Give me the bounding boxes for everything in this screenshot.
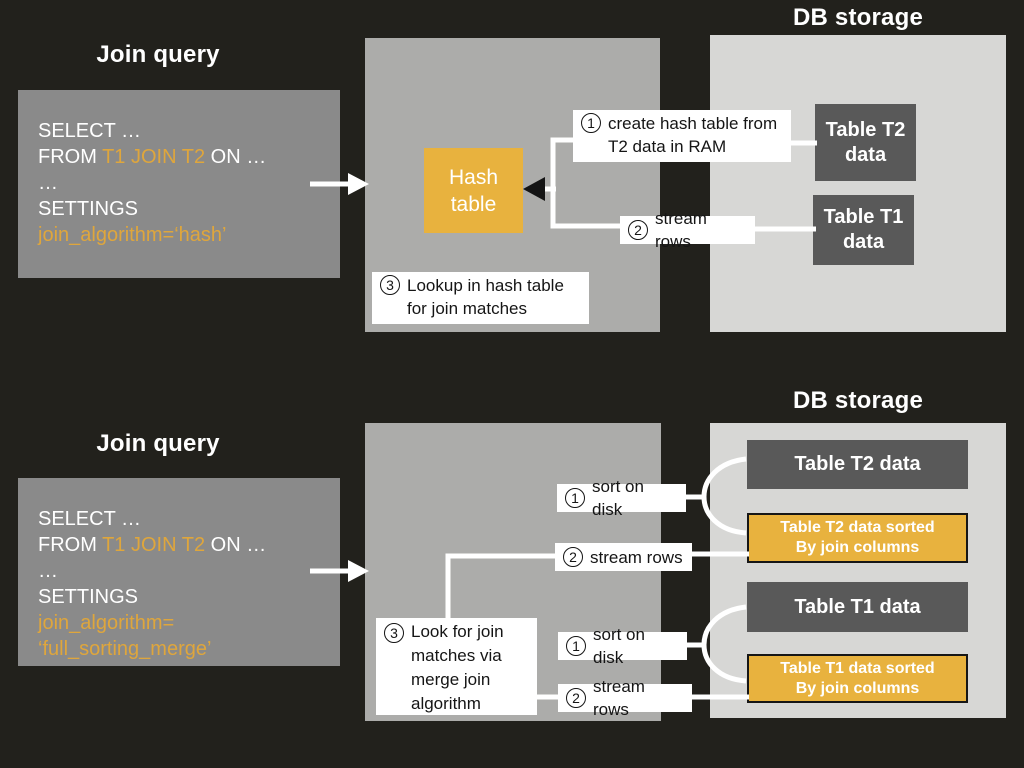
callout-stream-rows-t1: 2 stream rows xyxy=(558,677,692,719)
sql-line-algorithm-value: ‘full_sorting_merge’ xyxy=(38,638,212,660)
callout-text: stream rows xyxy=(590,547,683,567)
table-t2-data-box: Table T2 data xyxy=(747,440,968,489)
sql-line-ellipsis: … xyxy=(38,172,58,194)
hash-sql-query-box: SELECT … FROM T1 JOIN T2 ON … … SETTINGS… xyxy=(18,90,340,278)
table-t2-label-line2: data xyxy=(844,143,887,166)
callout-text: matches via xyxy=(411,646,502,665)
hash-db-storage-box xyxy=(710,35,1006,332)
hash-table-label-line1: Hash xyxy=(448,165,499,189)
callout-step3-lookup: 3 Lookup in hash table for join matches xyxy=(372,272,589,324)
callout-text: Lookup in hash table xyxy=(407,276,564,295)
circled-number-icon: 2 xyxy=(563,547,583,567)
sql-line-select: SELECT … xyxy=(38,508,141,530)
sql-line-ellipsis: … xyxy=(38,560,58,582)
table-t1-sorted-line2: By join columns xyxy=(795,679,920,697)
table-t1-sorted-box: Table T1 data sorted By join columns xyxy=(747,654,968,703)
table-t2-sorted-line2: By join columns xyxy=(795,539,920,556)
sql-line-settings: SETTINGS xyxy=(38,586,139,608)
table-t2-data-box: Table T2 data xyxy=(815,104,916,181)
sql-line-select: SELECT … xyxy=(38,120,141,142)
callout-text: sort on disk xyxy=(593,625,645,667)
hash-db-storage-title: DB storage xyxy=(792,4,924,31)
callout-sort-on-disk-t2: 1 sort on disk xyxy=(557,477,686,519)
merge-sql-query-box: SELECT … FROM T1 JOIN T2 ON … … SETTINGS… xyxy=(18,478,340,666)
sql-line-join-algorithm: join_algorithm= xyxy=(38,612,175,634)
sql-line-from: FROM T1 JOIN T2 ON … xyxy=(38,146,267,168)
callout-text: for join matches xyxy=(407,299,527,318)
circled-number-icon: 1 xyxy=(581,113,601,133)
merge-db-storage-title: DB storage xyxy=(792,387,924,414)
callout-sort-on-disk-t1: 1 sort on disk xyxy=(558,625,687,667)
table-t2-sorted-box: Table T2 data sorted By join columns xyxy=(747,513,968,563)
callout-step1-create-hash-table: 1 create hash table from T2 data in RAM xyxy=(573,110,791,162)
table-t1-data-box: Table T1 data xyxy=(747,582,968,632)
callout-text: Look for join xyxy=(411,622,504,641)
merge-join-query-title: Join query xyxy=(96,430,220,457)
circled-number-icon: 1 xyxy=(566,636,586,656)
sql-line-settings: SETTINGS xyxy=(38,198,139,220)
callout-text: algorithm xyxy=(411,694,481,713)
callout-text: create hash table from xyxy=(608,114,778,133)
callout-stream-rows-t2: 2 stream rows xyxy=(555,543,692,571)
table-t1-data-box: Table T1 data xyxy=(813,195,914,265)
table-t1-sorted-line1: Table T1 data sorted xyxy=(780,659,935,677)
circled-number-icon: 3 xyxy=(380,275,400,295)
callout-text: stream rows xyxy=(593,677,645,719)
callout-text: T2 data in RAM xyxy=(608,137,727,156)
hash-join-query-title: Join query xyxy=(96,41,220,68)
callout-text: sort on disk xyxy=(592,477,644,519)
table-t2-label: Table T2 data xyxy=(794,453,921,475)
circled-number-icon: 2 xyxy=(628,220,648,240)
sql-line-join-algorithm: join_algorithm=‘hash’ xyxy=(38,224,227,246)
table-t1-label: Table T1 data xyxy=(794,595,921,618)
hash-table-label-line2: table xyxy=(450,192,497,216)
sql-line-from: FROM T1 JOIN T2 ON … xyxy=(38,534,267,556)
callout-text: stream rows xyxy=(655,209,707,251)
callout-text: merge join xyxy=(411,670,491,689)
callout-step3-merge-join: 3 Look for join matches via merge join a… xyxy=(376,618,537,715)
table-t1-label-line2: data xyxy=(842,231,885,253)
table-t1-label-line1: Table T1 xyxy=(823,206,904,228)
hash-table-box: Hash table xyxy=(424,148,523,233)
table-t2-label-line1: Table T2 xyxy=(825,118,906,141)
table-t2-sorted-line1: Table T2 data sorted xyxy=(780,519,935,536)
circled-number-icon: 3 xyxy=(384,623,404,643)
callout-step2-stream-rows: 2 stream rows xyxy=(620,209,755,251)
circled-number-icon: 1 xyxy=(565,488,585,508)
circled-number-icon: 2 xyxy=(566,688,586,708)
